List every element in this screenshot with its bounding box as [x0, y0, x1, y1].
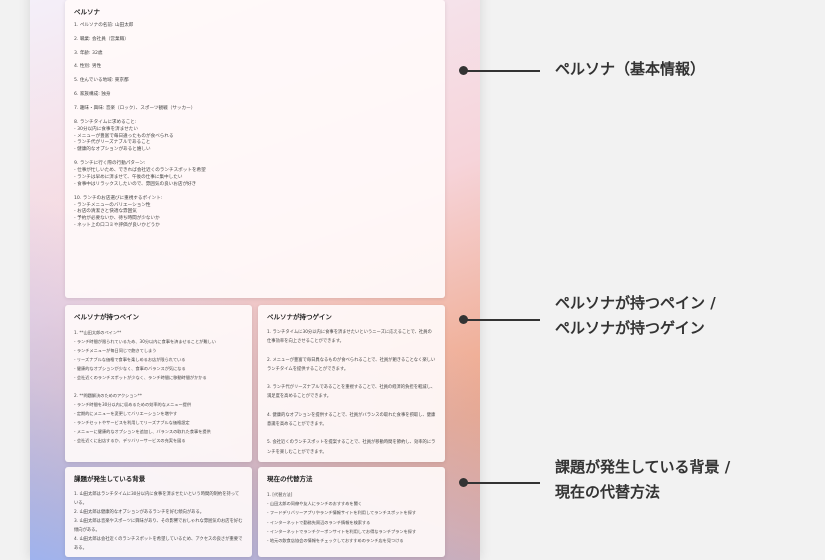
- background-body: 1. 山田太郎はランチタイムに30分以内に食事を済ませたいという時間的制約を持っ…: [74, 492, 243, 551]
- gain-card: ペルソナが持つゲイン 1. ランチタイムに30分以内に食事を済ませたいというニー…: [258, 305, 445, 462]
- gain-body: 1. ランチタイムに30分以内に食事を済ませたいというニーズに応えることで、社員…: [267, 330, 436, 455]
- gain-title: ペルソナが持つゲイン: [267, 313, 332, 321]
- pain-title: ペルソナが持つペイン: [74, 313, 139, 321]
- annotation-line: [464, 318, 540, 321]
- pain-card: ペルソナが持つペイン 1. **山田太郎のペイン** - ランチ時間が限られてい…: [65, 305, 252, 462]
- background-title: 課題が発生している背景: [74, 475, 146, 483]
- persona-card: ペルソナ 1. ペルソナの名前: 山田太郎 2. 職業: 会社員（営業職） 3.…: [65, 0, 445, 298]
- alternatives-title: 現在の代替方法: [267, 475, 313, 483]
- annotation-dot: [459, 478, 468, 487]
- persona-title: ペルソナ: [74, 8, 100, 16]
- annotation-line: [464, 481, 540, 484]
- annotation-pain-gain: ペルソナが持つペイン / ペルソナが持つゲイン: [555, 294, 716, 337]
- annotation-dot: [459, 66, 468, 75]
- background-card: 課題が発生している背景 1. 山田太郎はランチタイムに30分以内に食事を済ませた…: [65, 467, 252, 557]
- annotation-background-alternatives: 課題が発生している背景 / 現在の代替方法: [555, 458, 731, 501]
- annotation-persona: ペルソナ（基本情報）: [555, 60, 706, 78]
- alternatives-body: 1. [代替方法] - 山田太郎の同僚や友人にランチのおすすめを聞く - フード…: [267, 492, 417, 544]
- persona-body: 1. ペルソナの名前: 山田太郎 2. 職業: 会社員（営業職） 3. 年齢: …: [74, 23, 206, 229]
- alternatives-card: 現在の代替方法 1. [代替方法] - 山田太郎の同僚や友人にランチのおすすめを…: [258, 467, 445, 557]
- annotation-dot: [459, 315, 468, 324]
- annotation-line: [464, 69, 540, 72]
- pain-body: 1. **山田太郎のペイン** - ランチ時間が限られているため、30分以内に食…: [74, 330, 216, 443]
